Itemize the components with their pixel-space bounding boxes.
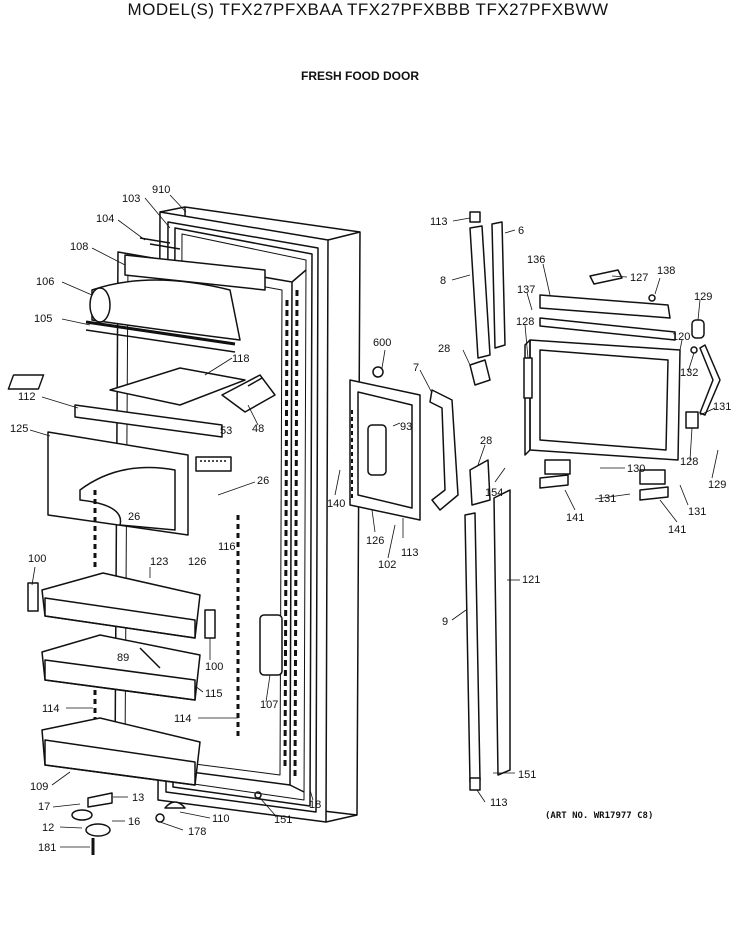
callout-137: 137 — [517, 284, 535, 296]
callout-53: 53 — [220, 425, 232, 437]
callout-154: 154 — [485, 487, 503, 499]
callout-126: 126 — [188, 556, 206, 568]
diagram-title: MODEL(S) TFX27PFXBAA TFX27PFXBBB TFX27PF… — [127, 0, 609, 19]
dispenser-module — [349, 366, 421, 521]
callout-18: 18 — [309, 799, 321, 811]
leader-lines — [29, 194, 719, 848]
callout-114-right: 114 — [174, 713, 192, 725]
art-number-note: (ART NO. WR17977 C8) — [545, 811, 654, 821]
callout-131: 131 — [713, 401, 731, 413]
door-bin-upper — [41, 572, 201, 639]
callout-132: 132 — [680, 367, 698, 379]
callout-125: 125 — [10, 423, 28, 435]
door-bin-middle — [41, 634, 201, 701]
door-top-frame — [124, 237, 266, 291]
callout-120: 120 — [672, 331, 690, 343]
dispenser-bracket — [221, 374, 276, 413]
callout-28: 28 — [438, 343, 450, 355]
callout-103: 103 — [122, 193, 140, 205]
callout-136: 136 — [527, 254, 545, 266]
callout-126-center: 126 — [366, 535, 384, 547]
callout-123: 123 — [150, 556, 168, 568]
switch-assembly — [195, 456, 232, 472]
callout-140: 140 — [327, 498, 345, 510]
callout-118: 118 — [232, 353, 250, 365]
dispenser-panel — [47, 431, 189, 536]
callout-131-center: 131 — [598, 493, 616, 505]
callout-13: 13 — [132, 792, 144, 804]
door-handle — [429, 389, 459, 511]
callout-8: 8 — [440, 275, 446, 287]
callout-129: 129 — [694, 291, 712, 303]
callout-48: 48 — [252, 423, 264, 435]
callout-17: 17 — [38, 801, 50, 813]
callout-93: 93 — [400, 421, 412, 433]
callout-129-lower: 129 — [708, 479, 726, 491]
callout-141: 141 — [566, 512, 584, 524]
callout-128: 128 — [516, 316, 534, 328]
shelf-rail — [74, 404, 223, 438]
callout-6: 6 — [518, 225, 524, 237]
callout-28-lower: 28 — [480, 435, 492, 447]
callout-104: 104 — [96, 213, 114, 225]
callout-141-right: 141 — [668, 524, 686, 536]
callout-108: 108 — [70, 241, 88, 253]
door-bin-lower — [41, 717, 201, 786]
callout-138: 138 — [657, 265, 675, 277]
callout-100: 100 — [28, 553, 46, 565]
callout-89: 89 — [117, 652, 129, 664]
callout-127: 127 — [630, 272, 648, 284]
callout-16: 16 — [128, 816, 140, 828]
callout-181: 181 — [38, 842, 56, 854]
dispenser-frame — [523, 269, 721, 501]
dispenser-tray — [7, 367, 246, 406]
callout-107: 107 — [260, 699, 278, 711]
callout-102: 102 — [378, 559, 396, 571]
callout-178: 178 — [188, 826, 206, 838]
callout-151: 151 — [274, 814, 292, 826]
callout-151-right: 151 — [518, 769, 536, 781]
callout-7: 7 — [413, 362, 419, 374]
callout-110: 110 — [212, 813, 230, 825]
callout-121: 121 — [522, 574, 540, 586]
callout-600: 600 — [373, 337, 391, 349]
tube-holder — [259, 614, 283, 676]
callout-128-lower: 128 — [680, 456, 698, 468]
callout-910: 910 — [152, 184, 170, 196]
callout-112: 112 — [18, 391, 36, 403]
dairy-compartment-cover — [85, 279, 241, 353]
callout-113-center: 113 — [401, 547, 419, 559]
part-callouts: 910 103 104 108 106 105 118 112 48 125 5… — [10, 184, 731, 854]
callout-131-right: 131 — [688, 506, 706, 518]
callout-12: 12 — [42, 822, 54, 834]
callout-26: 26 — [257, 475, 269, 487]
callout-114: 114 — [42, 703, 60, 715]
diagram-subtitle: FRESH FOOD DOOR — [300, 69, 419, 83]
callout-26-lower: 26 — [128, 511, 140, 523]
callout-113-bottom: 113 — [490, 797, 508, 809]
callout-9: 9 — [442, 616, 448, 628]
callout-115: 115 — [205, 688, 223, 700]
callout-109: 109 — [30, 781, 48, 793]
callout-105: 105 — [34, 313, 52, 325]
callout-116: 116 — [218, 541, 236, 553]
callout-106: 106 — [36, 276, 54, 288]
callout-113-top: 113 — [430, 216, 448, 228]
handle-trim-strips — [464, 211, 511, 791]
callout-130: 130 — [627, 463, 645, 475]
liner-rails — [93, 490, 240, 740]
callout-100-right: 100 — [205, 661, 223, 673]
